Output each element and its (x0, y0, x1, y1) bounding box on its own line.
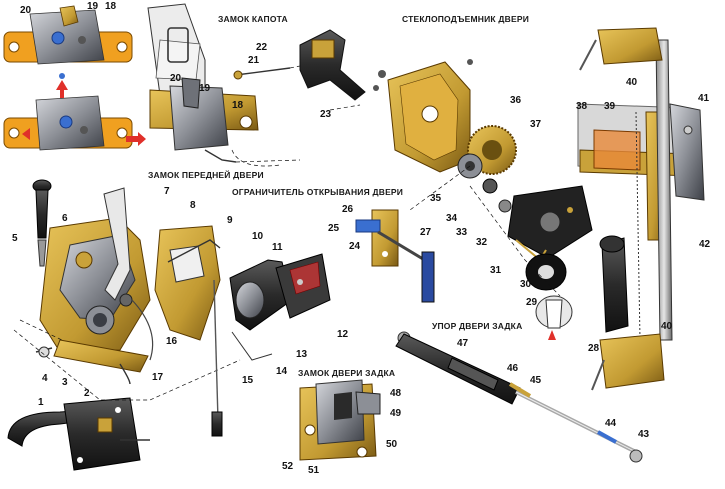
callout-40-lower: 40 (661, 321, 673, 332)
callout-8: 8 (190, 200, 196, 211)
callout-24: 24 (349, 241, 361, 252)
callout-29: 29 (526, 297, 538, 308)
door-handle-knob (32, 179, 52, 267)
callout-12: 12 (337, 329, 349, 340)
dash-guide-regulator (469, 185, 561, 297)
callout-14: 14 (276, 366, 288, 377)
door-check-strap (355, 209, 435, 303)
gas-strut (395, 331, 643, 463)
callout-30: 30 (520, 279, 532, 290)
callout-37: 37 (530, 119, 542, 130)
hood-lock-detail-lower (3, 95, 133, 151)
callout-6: 6 (62, 213, 68, 224)
caption-hood-lock: ЗАМОК КАПОТА (218, 14, 288, 24)
caption-front-door-lock: ЗАМОК ПЕРЕДНЕЙ ДВЕРИ (148, 170, 264, 180)
callout-40-upper: 40 (626, 77, 638, 88)
callout-35: 35 (430, 193, 442, 204)
caption-door-stop: ОГРАНИЧИТЕЛЬ ОТКРЫВАНИЯ ДВЕРИ (232, 187, 404, 197)
callout-41: 41 (698, 93, 710, 104)
callout-13: 13 (296, 349, 308, 360)
regulator-spring (525, 253, 567, 291)
arrow-right-icon (126, 132, 146, 146)
callout-39: 39 (604, 101, 616, 112)
callout-33: 33 (456, 227, 468, 238)
hood-lock-assembly (147, 3, 366, 167)
callout-20-upper: 20 (20, 5, 32, 16)
callout-51: 51 (308, 465, 320, 476)
striker-bolt (229, 253, 331, 361)
callout-27: 27 (420, 227, 432, 238)
callout-52: 52 (282, 461, 294, 472)
regulator-handle (599, 235, 629, 333)
callout-22: 22 (256, 42, 268, 53)
callout-46: 46 (507, 363, 519, 374)
handle-escutcheon (535, 295, 573, 340)
callout-26: 26 (342, 204, 354, 215)
regulator-plate (507, 185, 593, 262)
dash-guide-front-lock (13, 329, 241, 401)
callout-9: 9 (227, 215, 233, 226)
callout-42: 42 (699, 239, 711, 250)
callout-15: 15 (242, 375, 254, 386)
regulator-housing (373, 59, 473, 173)
callout-10: 10 (252, 231, 264, 242)
callout-19-lower: 19 (199, 83, 211, 94)
callout-20-lower: 20 (170, 73, 182, 84)
rear-door-lock (299, 379, 381, 461)
callout-3: 3 (62, 377, 68, 388)
callout-7: 7 (164, 186, 170, 197)
callout-32: 32 (476, 237, 488, 248)
regulator-frame (577, 27, 705, 391)
front-door-lock-mechanism (19, 187, 154, 385)
callout-4: 4 (42, 373, 48, 384)
callout-28: 28 (588, 343, 600, 354)
caption-window-regulator: СТЕКЛОПОДЪЕМНИК ДВЕРИ (402, 14, 529, 24)
callout-50: 50 (386, 439, 398, 450)
callout-45: 45 (530, 375, 542, 386)
callout-36: 36 (510, 95, 522, 106)
callout-25: 25 (328, 223, 340, 234)
callout-21: 21 (248, 55, 260, 66)
callout-43: 43 (638, 429, 650, 440)
callout-1: 1 (38, 397, 44, 408)
outer-door-handle (7, 397, 150, 471)
regulator-gears (409, 125, 517, 213)
caption-rear-door-strut: УПОР ДВЕРИ ЗАДКА (432, 321, 523, 331)
callout-47: 47 (457, 338, 469, 349)
callout-19-upper: 19 (87, 1, 99, 12)
callout-17: 17 (152, 372, 164, 383)
door-striker (154, 225, 221, 341)
callout-38: 38 (576, 101, 588, 112)
callout-44: 44 (605, 418, 617, 429)
arrow-left-icon (22, 128, 30, 140)
callout-18-lower: 18 (232, 100, 244, 111)
callout-31: 31 (490, 265, 502, 276)
callout-23: 23 (320, 109, 332, 120)
caption-rear-door-lock: ЗАМОК ДВЕРИ ЗАДКА (298, 368, 396, 378)
callout-49: 49 (390, 408, 402, 419)
callout-48: 48 (390, 388, 402, 399)
lock-rod (211, 279, 223, 437)
callout-18-upper: 18 (105, 1, 117, 12)
hood-lock-detail-upper (3, 5, 133, 65)
callout-16: 16 (166, 336, 178, 347)
callout-11: 11 (272, 242, 283, 253)
blue-spot-icon (59, 73, 65, 79)
callout-5: 5 (12, 233, 18, 244)
arrow-up-icon (56, 80, 68, 98)
callout-2: 2 (84, 388, 90, 399)
callout-34: 34 (446, 213, 458, 224)
